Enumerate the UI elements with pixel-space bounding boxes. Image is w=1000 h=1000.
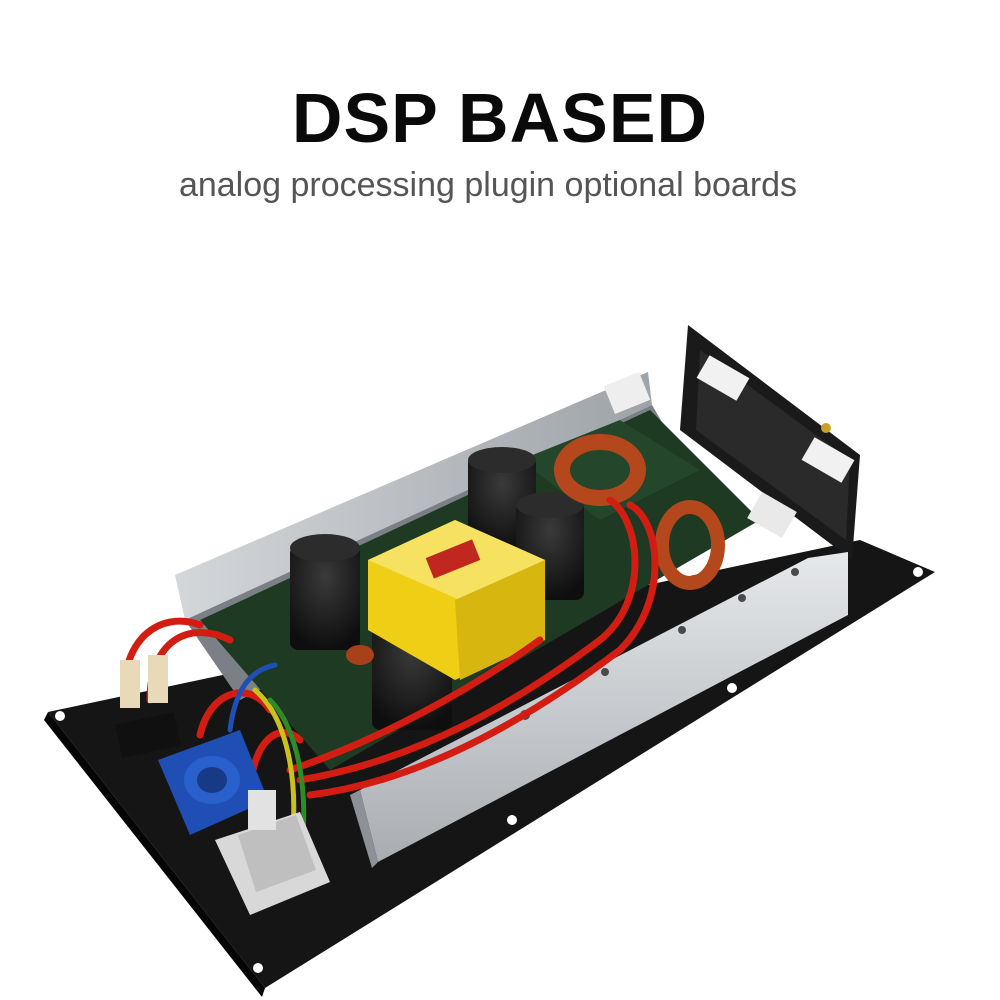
page-subtitle: analog processing plugin optional boards <box>178 166 798 204</box>
page-title: DSP BASED <box>291 79 709 157</box>
blue-speaker-connector <box>158 730 268 835</box>
dsp-daughter-board <box>680 325 860 560</box>
power-switch <box>115 655 181 758</box>
front-heatsink <box>350 552 848 868</box>
power-inlet-connector <box>215 790 330 915</box>
product-image <box>0 300 1000 1000</box>
inductors <box>346 434 725 665</box>
